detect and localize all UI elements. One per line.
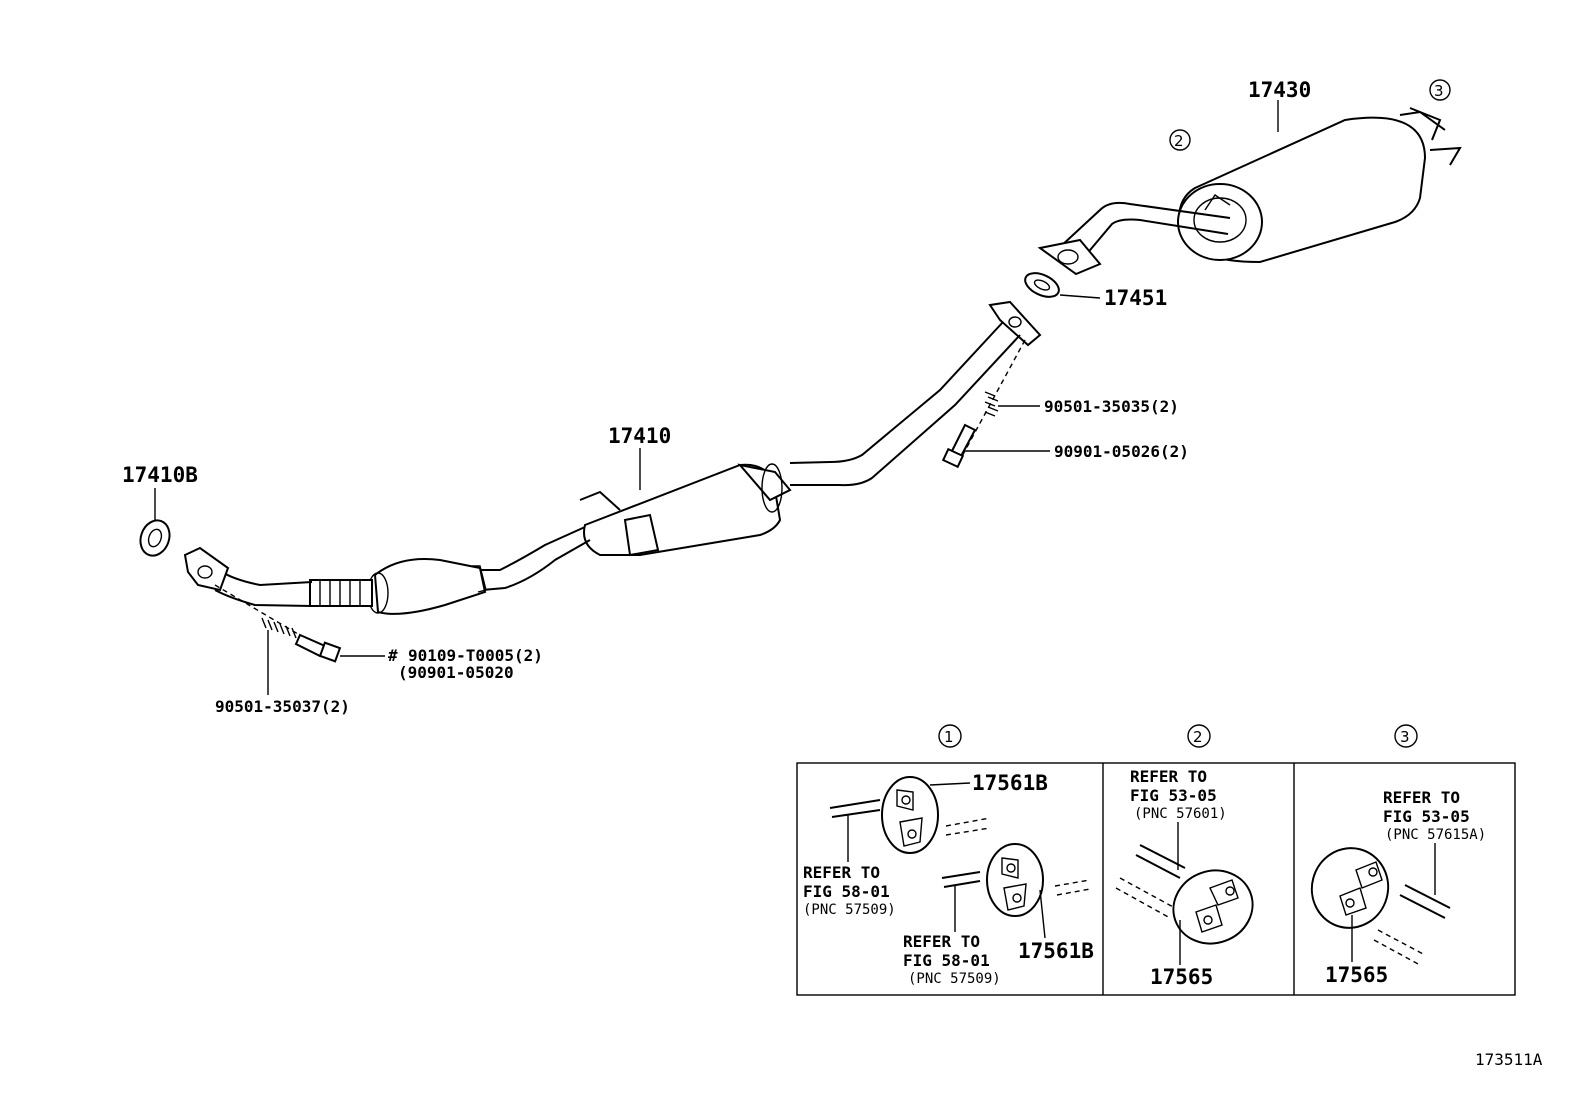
ref-left-line1: REFER TO — [803, 863, 880, 882]
inset-1-hanger-top[interactable] — [881, 776, 939, 854]
callout-3-icon: 3 — [1429, 79, 1451, 101]
svg-text:1: 1 — [944, 728, 954, 746]
ref-2-line3: (PNC 57601) — [1134, 806, 1227, 822]
svg-text:2: 2 — [1193, 728, 1203, 746]
label-90501-35037: 90501-35037(2) — [215, 697, 350, 716]
ref-3-line1: REFER TO — [1383, 788, 1460, 807]
rear-spring-icon[interactable] — [984, 391, 999, 417]
inset-2-header-icon: 2 — [1187, 724, 1211, 748]
svg-text:2: 2 — [1174, 132, 1184, 150]
ref-left-line2: FIG 58-01 — [803, 882, 890, 901]
label-90109-T0005: 90109-T0005(2) — [408, 646, 543, 665]
label-17561B-top: 17561B — [972, 771, 1048, 795]
label-hash-mark: # — [388, 646, 398, 665]
front-bolt-axis — [214, 584, 326, 651]
muffler-flange[interactable] — [1037, 238, 1102, 276]
label-17410B: 17410B — [122, 463, 198, 487]
leader-17561B-bottom — [1039, 889, 1046, 939]
muffler-inlet-pipe — [1059, 201, 1231, 248]
inset-2-rod-b — [1115, 877, 1176, 919]
figure-id: 173511A — [1475, 1050, 1543, 1069]
ref-left-line3: (PNC 57509) — [803, 902, 896, 918]
front-pipe-flange[interactable] — [183, 546, 230, 592]
inset-1-rod-a — [829, 799, 881, 809]
catalytic-converter[interactable] — [367, 558, 487, 615]
label-17451: 17451 — [1104, 286, 1167, 310]
muffler-inlet-pipe-lower — [1079, 218, 1229, 263]
label-17430: 17430 — [1248, 78, 1311, 102]
front-pipe-rear-flange[interactable] — [988, 300, 1042, 347]
svg-text:3: 3 — [1400, 728, 1410, 746]
inset-2-rod-a — [1135, 844, 1186, 879]
inset-2-hanger[interactable] — [1163, 859, 1263, 954]
ref-3-line3: (PNC 57615A) — [1385, 827, 1486, 843]
label-17565-3: 17565 — [1325, 963, 1388, 987]
muffler-drawing[interactable] — [1177, 107, 1462, 264]
gasket-front[interactable] — [136, 516, 175, 559]
rear-bolt-axis — [959, 339, 1026, 461]
label-90901-05020: (90901-05020 — [398, 663, 514, 682]
ref-2-line1: REFER TO — [1130, 767, 1207, 786]
inset-frame — [796, 762, 1516, 996]
leader-17451 — [1059, 294, 1101, 299]
gasket-rear[interactable] — [1021, 268, 1062, 301]
callout-2-icon: 2 — [1169, 129, 1191, 151]
front-spring-icon[interactable] — [261, 617, 297, 639]
inset-1-rod-b — [945, 817, 991, 836]
inset-3-rod-a — [1399, 884, 1451, 919]
downpipe-upper — [221, 571, 313, 587]
label-90901-05026: 90901-05026(2) — [1054, 442, 1189, 461]
inset-3-header-icon: 3 — [1394, 724, 1418, 748]
center-pipe-lower — [790, 334, 1021, 487]
mid-pipe-upper — [480, 526, 586, 571]
label-17565-2: 17565 — [1150, 965, 1213, 989]
ref-mid-line2: FIG 58-01 — [903, 951, 990, 970]
ref-mid-line1: REFER TO — [903, 932, 980, 951]
label-90501-35035: 90501-35035(2) — [1044, 397, 1179, 416]
inset-1-rod-d — [1054, 879, 1091, 896]
svg-text:3: 3 — [1434, 82, 1444, 100]
inset-3-hanger[interactable] — [1303, 840, 1397, 937]
leader-17561B-top — [929, 782, 971, 786]
ref-2-line2: FIG 53-05 — [1130, 786, 1217, 805]
front-pipe-center-muffler[interactable] — [579, 463, 792, 557]
downpipe-lower — [214, 589, 313, 607]
label-17410: 17410 — [608, 424, 671, 448]
flex-pipe — [309, 579, 373, 607]
center-pipe-upper — [789, 321, 1004, 464]
label-17561B-bottom: 17561B — [1018, 939, 1094, 963]
mid-pipe-lower — [481, 539, 591, 591]
ref-3-line2: FIG 53-05 — [1383, 807, 1470, 826]
ref-mid-line3: (PNC 57509) — [908, 971, 1001, 987]
inset-1-hanger-bottom[interactable] — [986, 843, 1044, 917]
inset-1-rod-c — [941, 871, 981, 888]
inset-1-header-icon: 1 — [938, 724, 962, 748]
front-bolt-icon[interactable] — [294, 633, 342, 663]
inset-3-rod-b — [1373, 929, 1426, 966]
rear-bolt-icon[interactable] — [941, 423, 977, 469]
inset-1-rod-a2 — [831, 809, 881, 818]
